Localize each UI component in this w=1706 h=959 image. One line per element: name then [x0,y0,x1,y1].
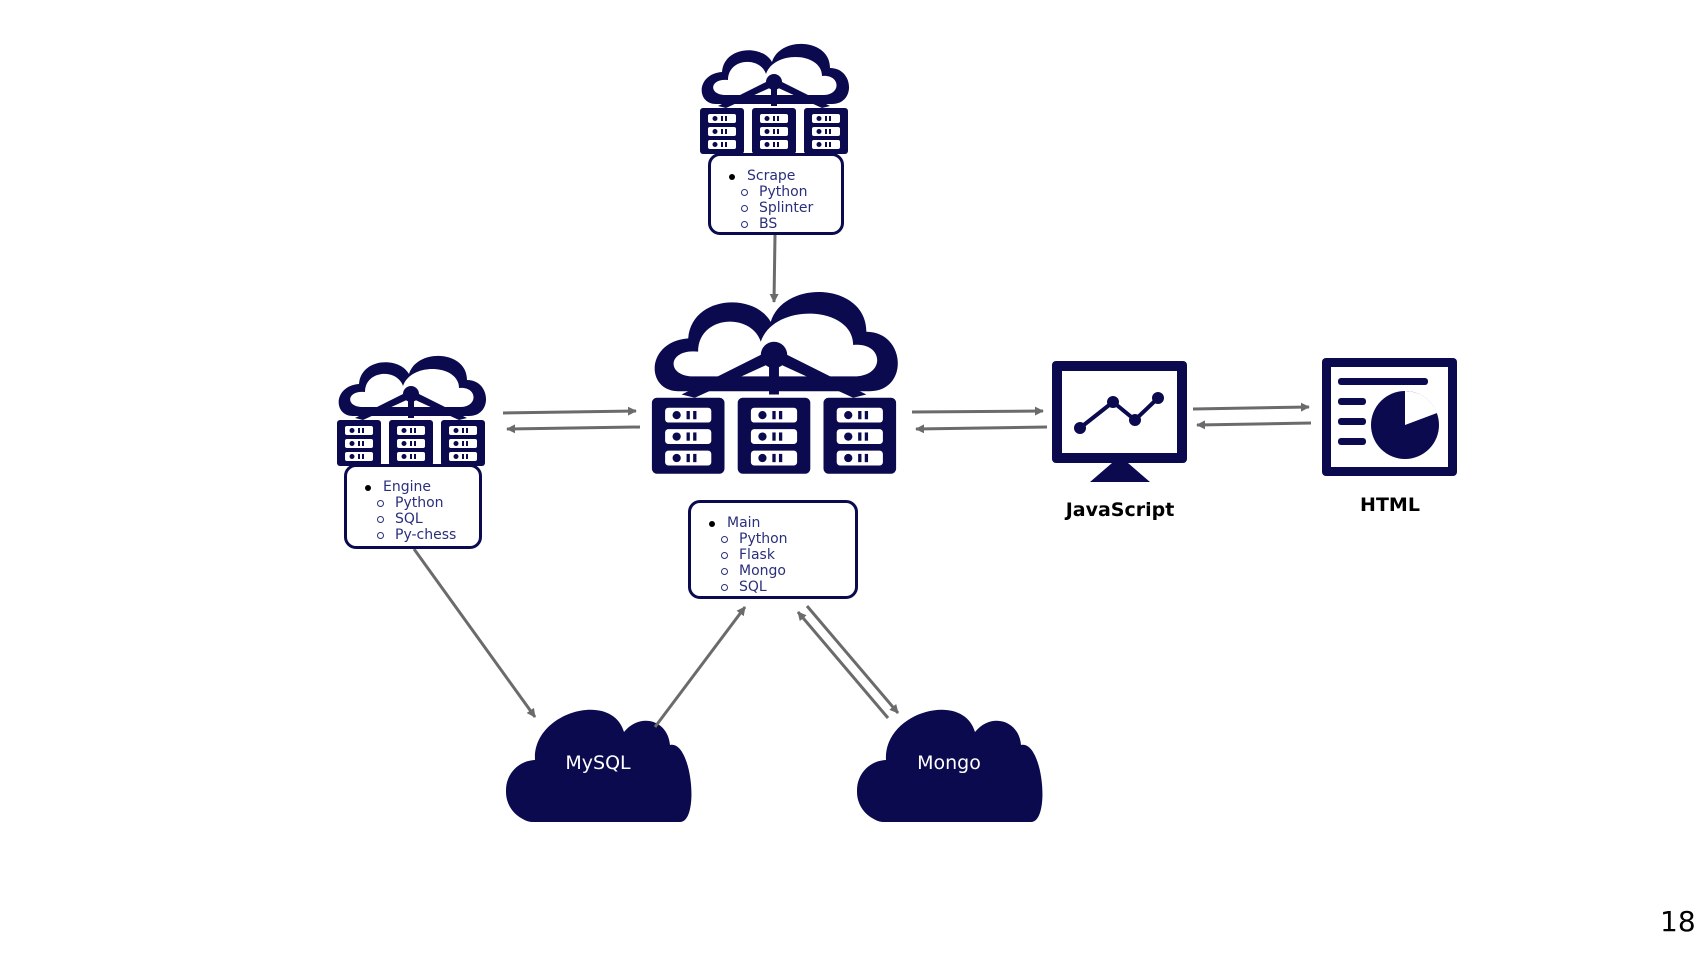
main-tech-panel: Main Python Flask Mongo SQL [688,500,858,599]
scrape-item: BS [741,216,833,232]
dashboard-pie-icon [1322,358,1457,476]
javascript-label: JavaScript [1065,499,1175,521]
engine-item: SQL [377,511,471,527]
scrape-item: Python [741,184,833,200]
engine-server-icon [337,355,487,466]
connection-arrows [412,234,1312,728]
engine-item: Python [377,495,471,511]
main-item: Python [721,531,847,547]
arrow-html-to-javascript [1196,420,1312,430]
mongo-label: Mongo [917,752,981,774]
monitor-chart-icon [1052,361,1187,482]
arrow-main-to-javascript [911,406,1044,416]
arrow-engine-to-main [502,406,637,416]
scrape-server-icon [700,43,850,154]
arrow-mysql-to-main [653,606,747,728]
arrow-mongo-to-main [796,611,890,719]
scrape-tech-panel: Scrape Python Splinter BS [708,153,844,235]
main-title: Main [707,515,847,531]
html-label: HTML [1360,494,1420,516]
main-item: Mongo [721,563,847,579]
main-server-icon [651,292,898,474]
arrow-javascript-to-html [1192,402,1310,412]
engine-item: Py-chess [377,527,471,543]
mysql-label: MySQL [565,752,631,774]
main-item: SQL [721,579,847,595]
arrow-engine-to-mysql [412,548,537,718]
arrow-scrape-to-main [769,234,779,303]
scrape-title: Scrape [727,168,833,184]
engine-tech-panel: Engine Python SQL Py-chess [344,464,482,549]
arrow-javascript-to-main [915,424,1048,434]
engine-title: Engine [363,479,471,495]
mysql-cloud-icon [506,709,692,822]
arrow-main-to-engine [506,424,641,434]
page-number: 18 [1660,905,1696,938]
arrow-main-to-mongo [805,605,900,714]
scrape-item: Splinter [741,200,833,216]
main-item: Flask [721,547,847,563]
mongo-cloud-icon [857,709,1043,822]
